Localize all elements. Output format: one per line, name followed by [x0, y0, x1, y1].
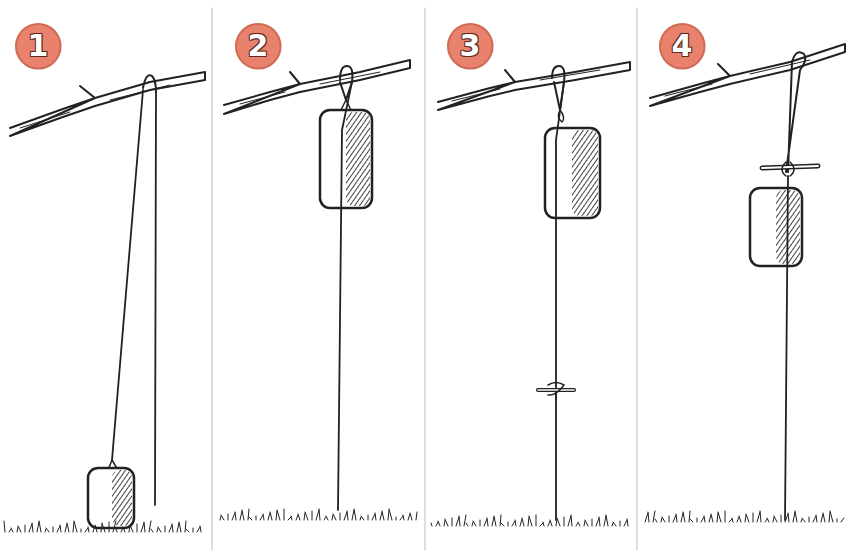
step-badge: 4 [658, 22, 707, 71]
step-three-figure [438, 62, 630, 520]
step-number: 3 [446, 31, 495, 61]
step-badge: 3 [446, 22, 495, 71]
step-two-figure [224, 60, 410, 510]
step-four-figure [650, 44, 845, 520]
step-one-figure [10, 72, 205, 528]
grass-texture [4, 509, 844, 532]
step-badge: 1 [14, 22, 63, 71]
step-number: 2 [234, 31, 283, 61]
panel-divider [212, 8, 213, 550]
panel-divider [425, 8, 426, 550]
step-badge: 2 [234, 22, 283, 71]
step-number: 4 [658, 31, 707, 61]
panel-divider [637, 8, 638, 550]
step-number: 1 [14, 31, 63, 61]
